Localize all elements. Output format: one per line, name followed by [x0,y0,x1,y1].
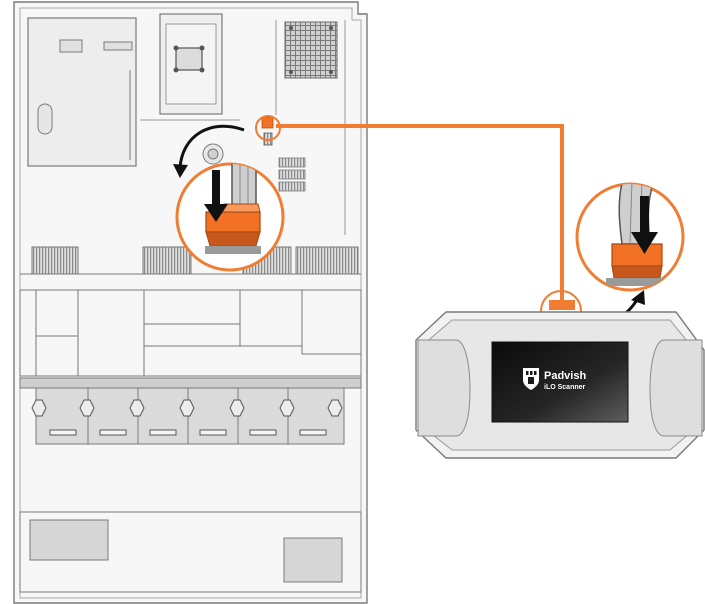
drive-bays [19,377,362,445]
ilo-scanner-device: Padvish iLO Scanner [415,311,705,459]
front-panel [19,511,362,593]
board-connector-zoom [173,124,285,272]
ilo-header [261,116,274,129]
fan-vents [20,246,361,275]
arrow-down-icon [204,170,228,222]
ilo-header-highlight [255,115,281,141]
brand-name: Padvish [544,370,586,382]
device-screen [491,341,629,423]
chassis-compartments [19,289,362,377]
curved-arrow-icon [178,124,245,169]
rook-shield-icon [523,368,539,390]
connection-cable [255,115,575,310]
product-name: iLO Scanner [544,384,586,391]
device-port [549,300,575,310]
arrow-down-icon [631,196,658,254]
server-chassis [13,1,368,604]
motherboard [27,13,346,235]
device-connector-zoom [540,182,685,332]
